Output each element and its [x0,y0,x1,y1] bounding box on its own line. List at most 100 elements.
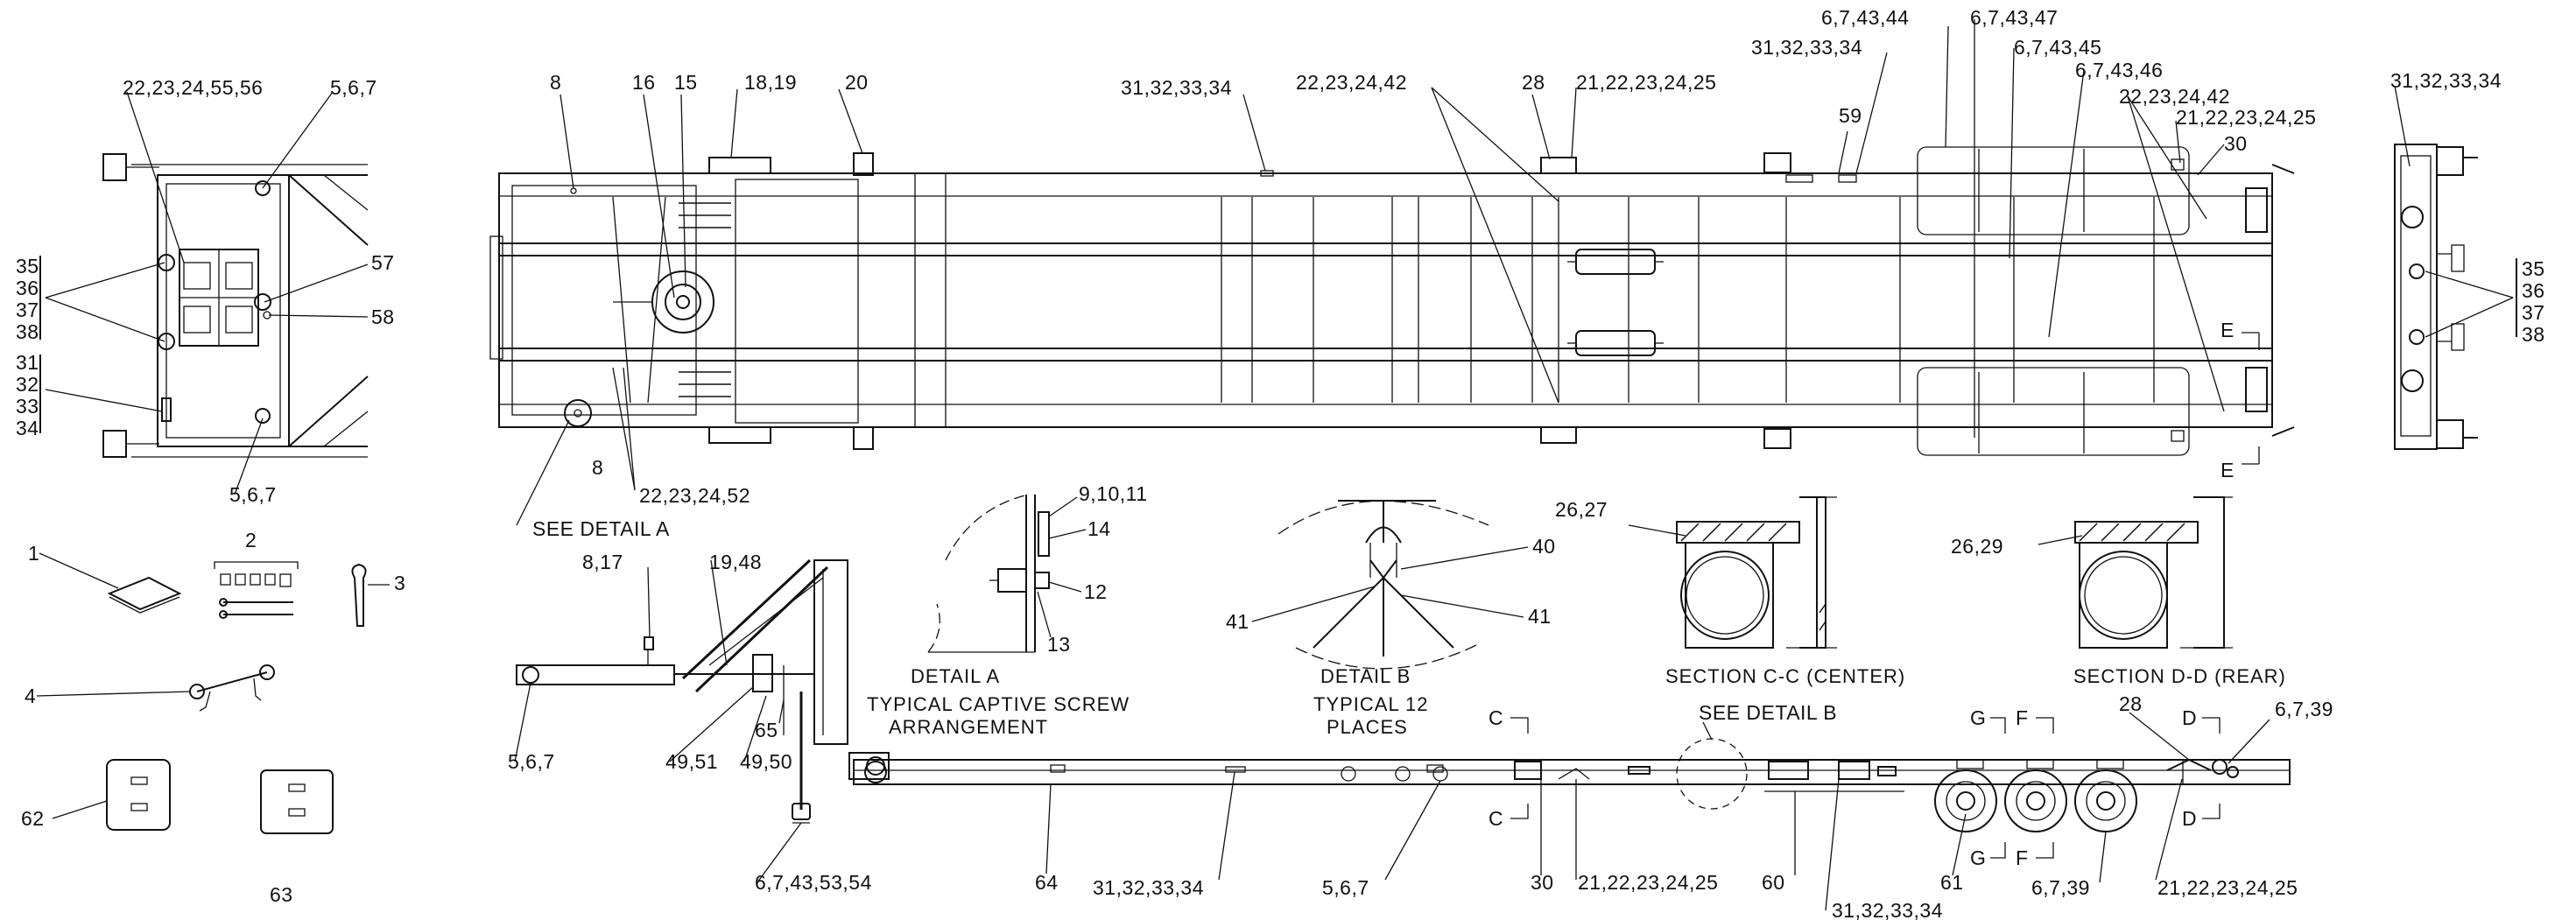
rear-view [2394,144,2478,450]
see-detail-a: SEE DETAIL A [532,517,670,540]
detail-b: DETAIL B TYPICAL 12 PLACES [1277,500,1489,738]
crossmembers [914,173,2155,427]
callout-label: 30 [2224,132,2248,155]
callout-label: G [1970,706,1986,729]
accessory-label-1: 1 [28,542,39,565]
callout-label: 28 [1522,71,1545,94]
callout-label: 9,10,11 [1079,482,1148,505]
callout-label: 64 [1035,871,1059,894]
callout-label: 21,22,23,24,25 [1576,71,1716,94]
callout-label: 57 [371,251,395,274]
callout-label: 16 [632,71,656,94]
side-view-callouts: C C G F G F D D SEE DETAIL B 28 6,7,39 6… [1035,692,2333,920]
section-dd-callouts: 26,29 [1951,535,2083,558]
callout-label: 38 [2522,323,2545,346]
callout-label: 6,7,43,47 [1970,6,2058,29]
callout-label: 6,7,43,53,54 [755,871,872,894]
section-cc-callouts: 26,27 [1555,498,1686,537]
side-view [853,717,2291,859]
callout-label: 6,7,43,44 [1821,6,1909,29]
see-detail-b: SEE DETAIL B [1699,701,1837,724]
callout-label: 31,32,33,34 [1121,76,1232,99]
callout-label: 8 [550,71,561,94]
callout-label: F [2016,846,2029,869]
front-view-callouts: 22,23,24,55,56 5,6,7 35 36 37 38 31 32 3… [16,76,395,506]
callout-label: E [2221,319,2235,341]
detail-a-caption-2: ARRANGEMENT [889,716,1048,738]
detail-b-title: DETAIL B [1320,665,1411,687]
callout-label: D [2182,807,2197,830]
callout-label: 35 [2522,257,2545,280]
callout-label: C [1489,706,1503,729]
callout-label: 5,6,7 [1322,876,1369,899]
callout-label: 22,23,24,52 [639,484,750,507]
callout-label: 31,32,33,34 [1093,876,1204,899]
callout-label: 22,23,24,55,56 [123,76,263,99]
callout-label: 26,27 [1555,498,1608,521]
top-view-callouts: 8 16 15 18,19 20 31,32,33,34 22,23,24,42… [516,6,2316,540]
callout-label: 5,6,7 [330,76,377,99]
callout-label: 21,22,23,24,25 [1578,871,1718,894]
callout-label: 6,7,43,46 [2075,59,2163,81]
callout-label: 18,19 [744,71,797,94]
callout-label: 65 [755,719,778,741]
callout-label: 33 [16,395,39,418]
callout-label: 31 [16,351,39,374]
callout-label: 20 [845,71,869,94]
callout-label: 26,29 [1951,535,2003,558]
callout-label: 22,23,24,42 [2119,85,2230,108]
detail-b-caption-2: PLACES [1327,716,1408,738]
callout-label: 21,22,23,24,25 [2157,876,2298,899]
callout-label: 15 [674,71,698,94]
callout-label: 30 [1531,871,1554,894]
callout-label: 36 [2522,279,2545,302]
gooseneck-callouts: 8,17 19,48 5,6,7 49,51 49,50 65 6,7,43,5… [508,551,872,894]
callout-label: 31,32,33,34 [1751,36,1862,59]
detail-b-callouts: 40 41 41 [1226,535,1556,633]
callout-label: 49,50 [740,750,792,773]
callout-label: 40 [1532,535,1556,558]
callout-label: D [2182,706,2197,729]
accessory-label-2: 2 [245,529,257,551]
section-dd: SECTION D-D (REAR) [2073,496,2286,687]
callout-label: 8 [592,456,603,479]
callout-label: 28 [2119,692,2143,715]
rear-view-callouts: 31,32,33,34 35 36 37 38 [2390,69,2545,346]
callout-label: G [1970,846,1986,869]
callout-label: 5,6,7 [508,750,555,773]
callout-label: 31,32,33,34 [2390,69,2502,92]
callout-label: 5,6,7 [229,483,277,506]
callout-label: 58 [371,305,395,328]
callout-label: 21,22,23,24,25 [2176,106,2316,129]
gooseneck-view [516,558,890,824]
callout-label: 31,32,33,34 [1832,899,1943,920]
callout-label: 13 [1047,633,1071,656]
accessory-label-62: 62 [21,807,45,830]
section-dd-title: SECTION D-D (REAR) [2073,665,2286,687]
section-cc-title: SECTION C-C (CENTER) [1665,665,1905,687]
top-view [489,146,2295,465]
callout-label: 12 [1084,580,1108,603]
section-cut-marks [1510,717,2221,859]
detail-a-callouts: 9,10,11 14 12 13 [1037,482,1148,656]
callout-label: 36 [16,277,39,299]
callout-label: 37 [16,298,39,321]
callout-label: 8,17 [582,551,623,573]
callout-label: 49,51 [665,750,718,773]
detail-a: DETAIL A TYPICAL CAPTIVE SCREW ARRANGEME… [867,494,1130,738]
callout-label: 41 [1226,610,1249,633]
detail-a-title: DETAIL A [911,665,1000,687]
callout-label: 6,7,43,45 [2014,36,2101,59]
callout-label: 34 [16,417,39,439]
callout-label: 37 [2522,301,2545,324]
accessory-label-63: 63 [270,883,293,906]
callout-label: 59 [1839,104,1862,127]
callout-label: 61 [1940,871,1964,894]
callout-label: 38 [16,320,39,343]
accessory-label-4: 4 [25,685,36,707]
callout-label: 32 [16,373,39,396]
callout-label: C [1489,807,1503,830]
detail-a-caption-1: TYPICAL CAPTIVE SCREW [867,693,1130,715]
callout-label: 19,48 [709,551,762,573]
